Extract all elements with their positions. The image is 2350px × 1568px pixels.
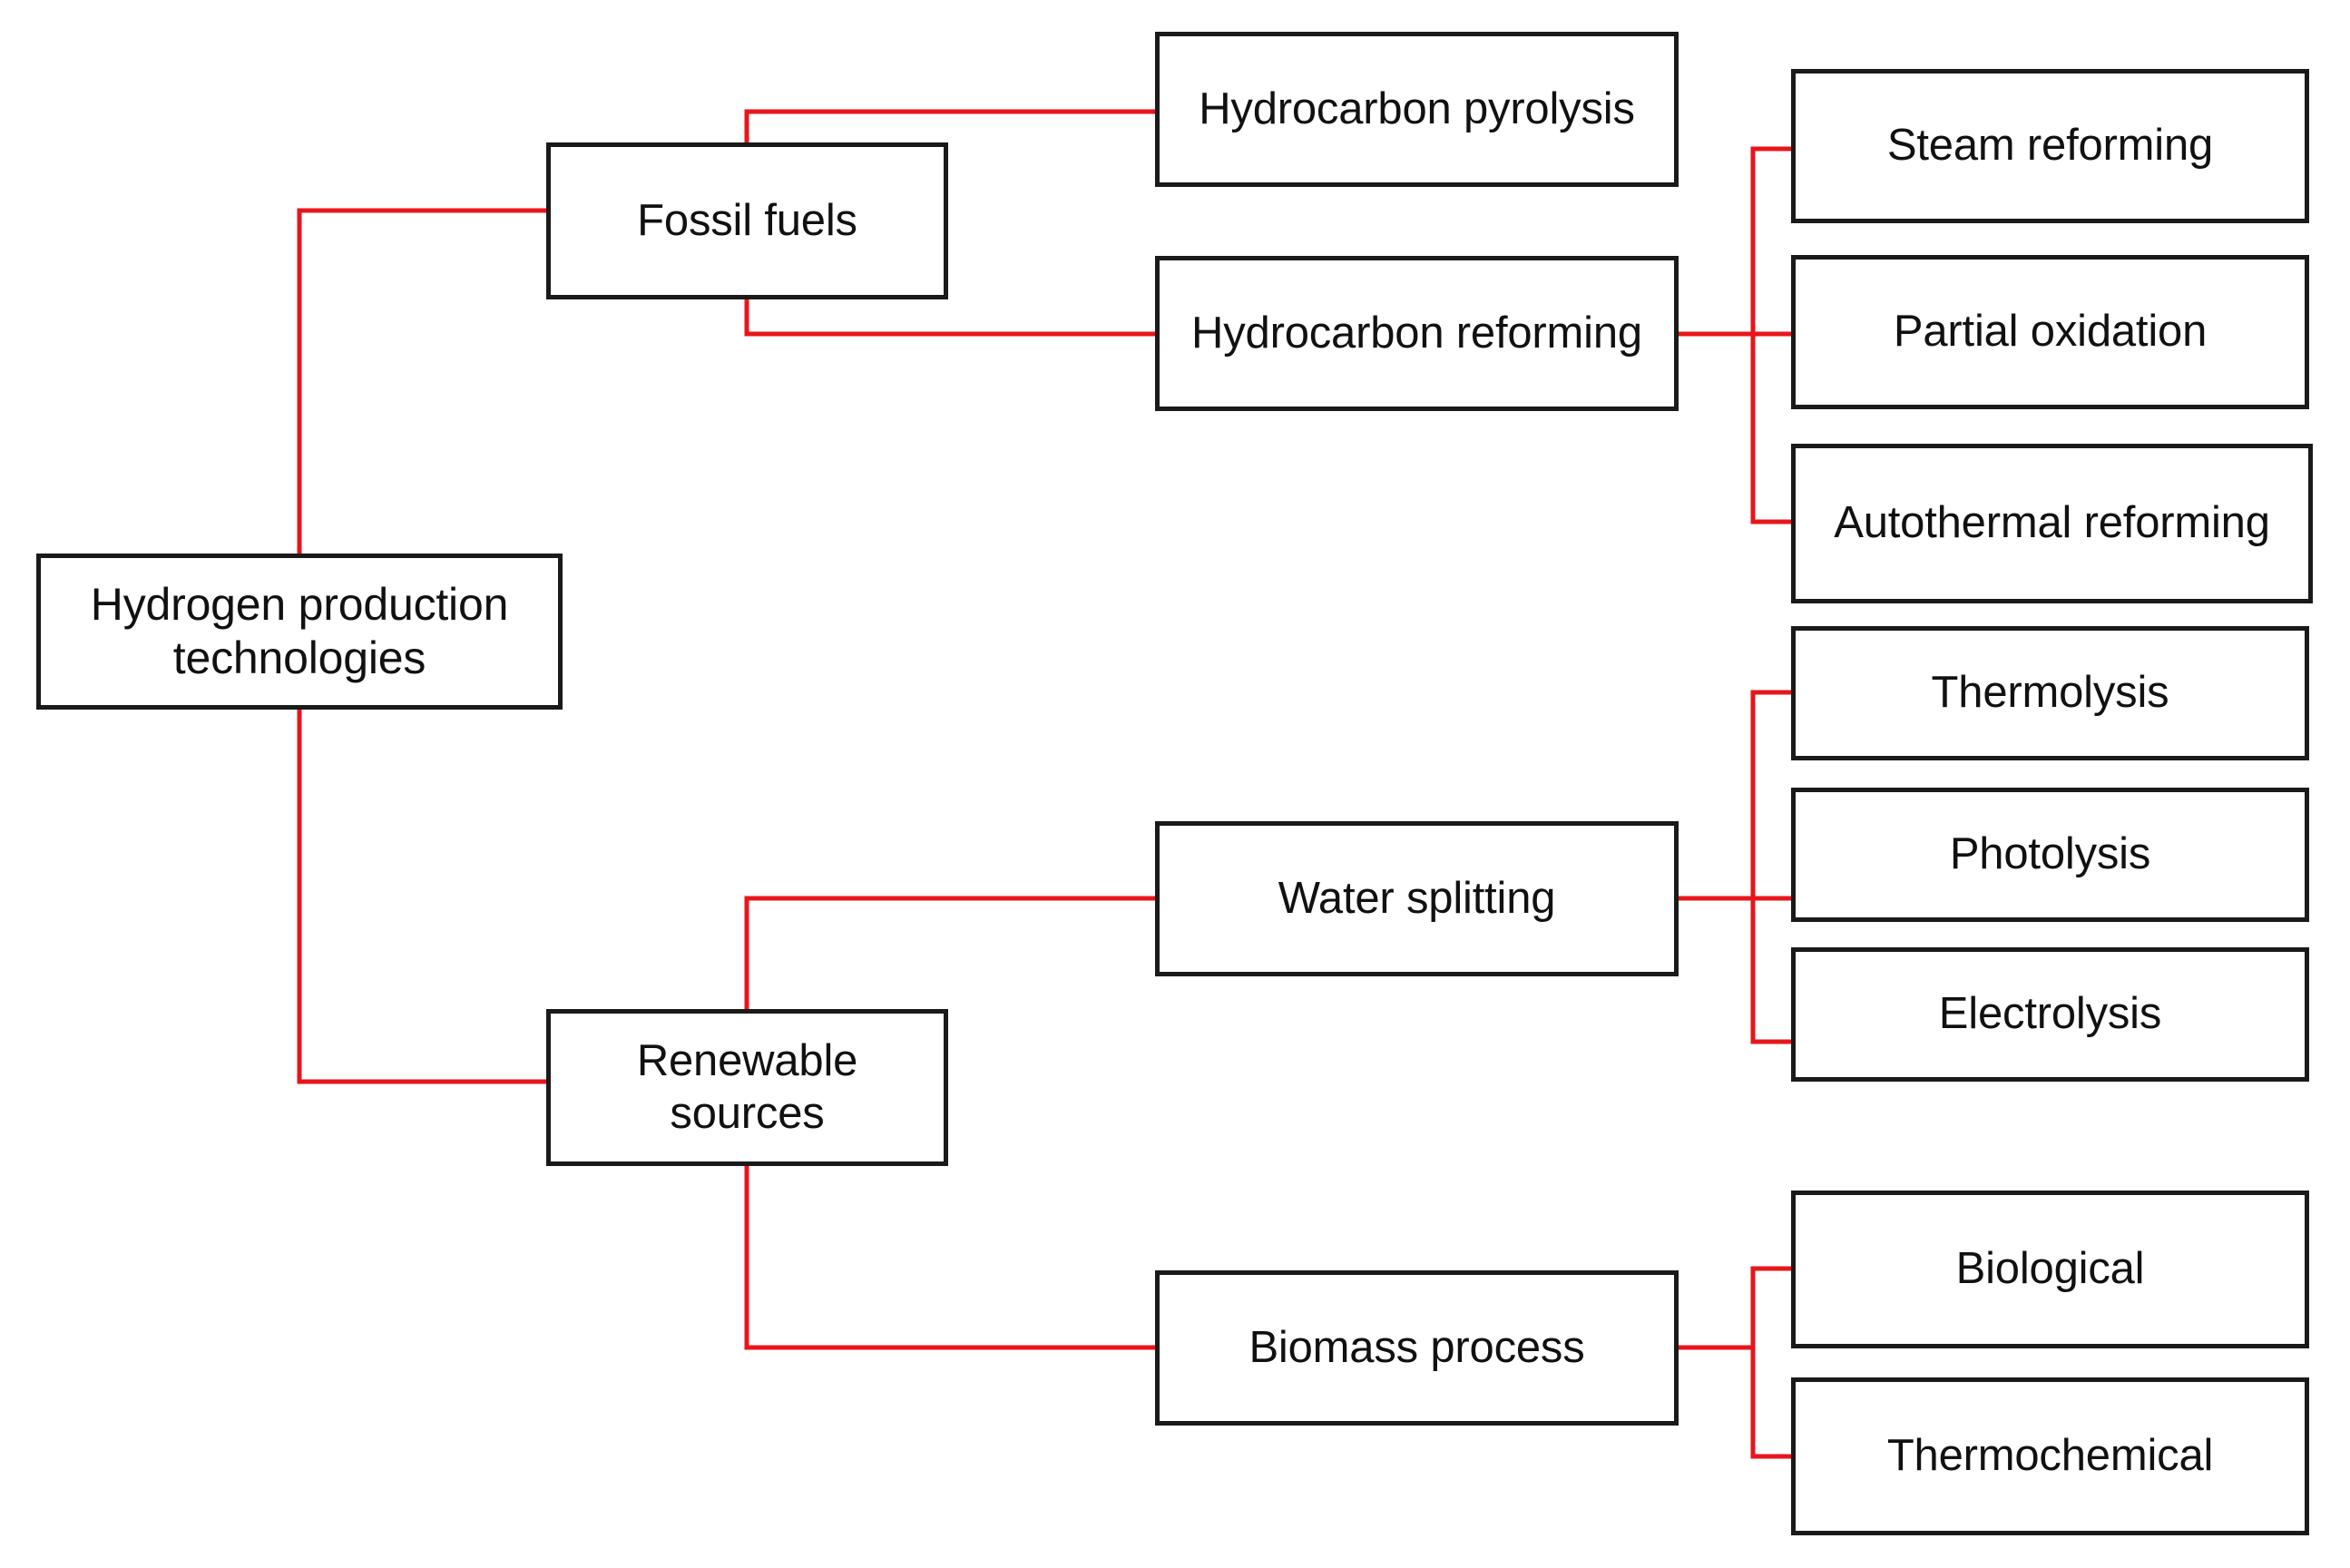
connector-line [744,109,1158,145]
node-autothermal-reforming[interactable]: Autothermal reforming [1791,444,2313,603]
node-thermochemical[interactable]: Thermochemical [1791,1377,2309,1535]
node-label: Biomass process [1248,1322,1585,1372]
node-steam-reforming[interactable]: Steam reforming [1791,69,2309,223]
node-label: Water splitting [1278,873,1556,923]
node-label: Electrolysis [1938,989,2162,1039]
node-label: Hydrocarbon reforming [1191,308,1642,358]
node-root[interactable]: Hydrogen production technologies [36,554,563,710]
node-label: Autothermal reforming [1834,498,2270,548]
node-label: Hydrocarbon pyrolysis [1199,83,1635,133]
node-biomass-process[interactable]: Biomass process [1155,1270,1679,1426]
node-label: Thermochemical [1886,1431,2214,1481]
connector-line [744,297,1158,337]
node-partial-oxidation[interactable]: Partial oxidation [1791,255,2309,409]
connector-line [744,1163,1158,1350]
node-label: Photolysis [1949,829,2151,879]
node-label: Fossil fuels [637,195,857,245]
node-fossil-fuels[interactable]: Fossil fuels [546,142,948,299]
node-photolysis[interactable]: Photolysis [1791,788,2309,922]
node-electrolysis[interactable]: Electrolysis [1791,947,2309,1082]
node-label: Renewable sources [636,1035,858,1138]
node-renewable-sources[interactable]: Renewable sources [546,1009,948,1166]
node-thermolysis[interactable]: Thermolysis [1791,626,2309,760]
node-hydrocarbon-pyrolysis[interactable]: Hydrocarbon pyrolysis [1155,32,1679,187]
node-hydrocarbon-reforming[interactable]: Hydrocarbon reforming [1155,256,1679,411]
node-label: Biological [1955,1244,2145,1294]
node-label: Steam reforming [1886,121,2214,171]
node-biological[interactable]: Biological [1791,1191,2309,1348]
node-label: Thermolysis [1931,668,2169,718]
node-label: Partial oxidation [1893,307,2208,357]
connector-line [744,896,1158,1012]
node-label: Hydrogen production technologies [90,579,509,683]
node-water-splitting[interactable]: Water splitting [1155,821,1679,976]
